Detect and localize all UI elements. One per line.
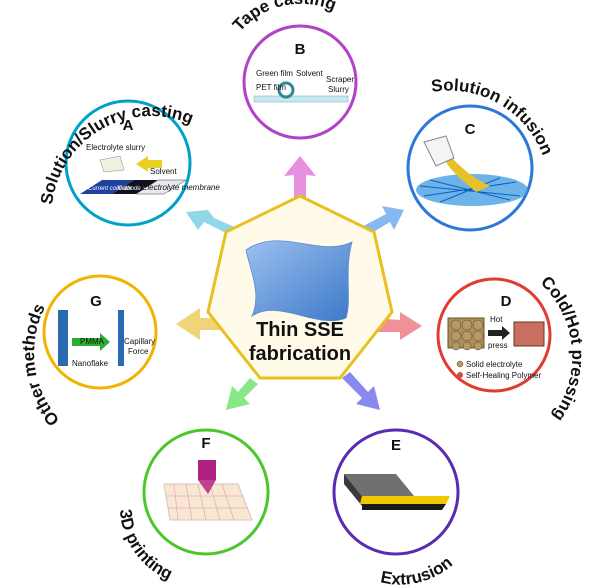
label-solvent-a: Solvent [150, 167, 177, 176]
label-green-film: Green film [256, 69, 293, 78]
label-hot: Hot [490, 315, 503, 324]
pmma-arrow [72, 333, 110, 351]
label-current-collector: Current collector [88, 186, 133, 192]
method-c: C [406, 104, 534, 232]
label-pet-film: PET film [256, 83, 286, 92]
infusion-stream [446, 158, 490, 192]
label-capillary: Capillary [124, 337, 155, 346]
legend-solid-dot [456, 360, 464, 368]
center-title-line1: Thin SSE [256, 319, 344, 341]
substrate-left [58, 310, 68, 366]
label-slurry-b: Slurry [328, 85, 349, 94]
letter-c: C [465, 121, 476, 138]
extruder-body [344, 474, 414, 496]
circle-b [242, 24, 358, 140]
arrow-to-b [284, 156, 316, 198]
method-a: A Current collector Cathode layer Electr… [64, 99, 220, 227]
solvent-arrow [136, 156, 162, 172]
letter-b: B [295, 41, 306, 58]
label-cathode-layer: Cathode layer [118, 186, 156, 192]
method-g: G PMMA Capillary Force Nanoflake [42, 274, 158, 390]
legend-solid-electrolyte: Solid electrolyte [466, 360, 523, 369]
letter-a: A [123, 117, 134, 134]
sse-film-sheet [245, 240, 353, 322]
particles [450, 319, 484, 351]
letter-f: F [201, 435, 210, 452]
method-d: D Hot press Solid electrolyte Self-Heali… [436, 277, 552, 393]
center-title-line2: fabrication [249, 343, 351, 365]
stack-cathode [112, 180, 158, 194]
stack-current [80, 180, 134, 194]
arrow-to-e [342, 372, 380, 410]
tape-bed [253, 95, 349, 103]
film-base [362, 504, 446, 510]
label-scraper: Scraper [326, 75, 354, 84]
label-force: Force [128, 347, 149, 356]
stack-membrane [135, 179, 187, 195]
press-arrow [488, 326, 510, 340]
center-panel: Thin SSE fabrication [206, 194, 394, 380]
fiber-lines [419, 177, 521, 203]
method-e: E [332, 428, 460, 556]
print-nozzle-tip [198, 480, 216, 494]
pressed-block [513, 321, 545, 347]
legend-self-healing: Self-Healing Polymer [466, 371, 541, 380]
beaker [423, 135, 455, 167]
method-f: F [142, 428, 270, 556]
letter-g: G [90, 293, 102, 310]
letter-d: D [501, 293, 512, 310]
slurry-blob [99, 155, 125, 173]
label-pmma: PMMA [80, 337, 105, 346]
substrate-right [118, 310, 124, 366]
method-b: B Green film PET film Solvent Scraper Sl… [242, 24, 358, 140]
roller [277, 81, 295, 99]
legend-healing-dot [457, 372, 463, 378]
label-nanoflake: Nanoflake [72, 359, 109, 368]
print-nozzle-barrel [198, 460, 216, 480]
circle-g [42, 274, 158, 390]
label-electrolyte-membrane: Electrolyte membrane [142, 183, 220, 192]
arrow-to-f [226, 378, 258, 410]
grid-lines [166, 483, 248, 521]
extruded-film [360, 496, 450, 504]
title-e: Extrusion [379, 553, 456, 587]
extruder-front [344, 474, 362, 506]
label-press: press [488, 341, 508, 350]
arrow-to-g [176, 308, 222, 340]
label-electrolyte-slurry: Electrolyte slurry [86, 143, 145, 152]
letter-e: E [391, 437, 401, 454]
label-solvent-b: Solvent [296, 69, 323, 78]
